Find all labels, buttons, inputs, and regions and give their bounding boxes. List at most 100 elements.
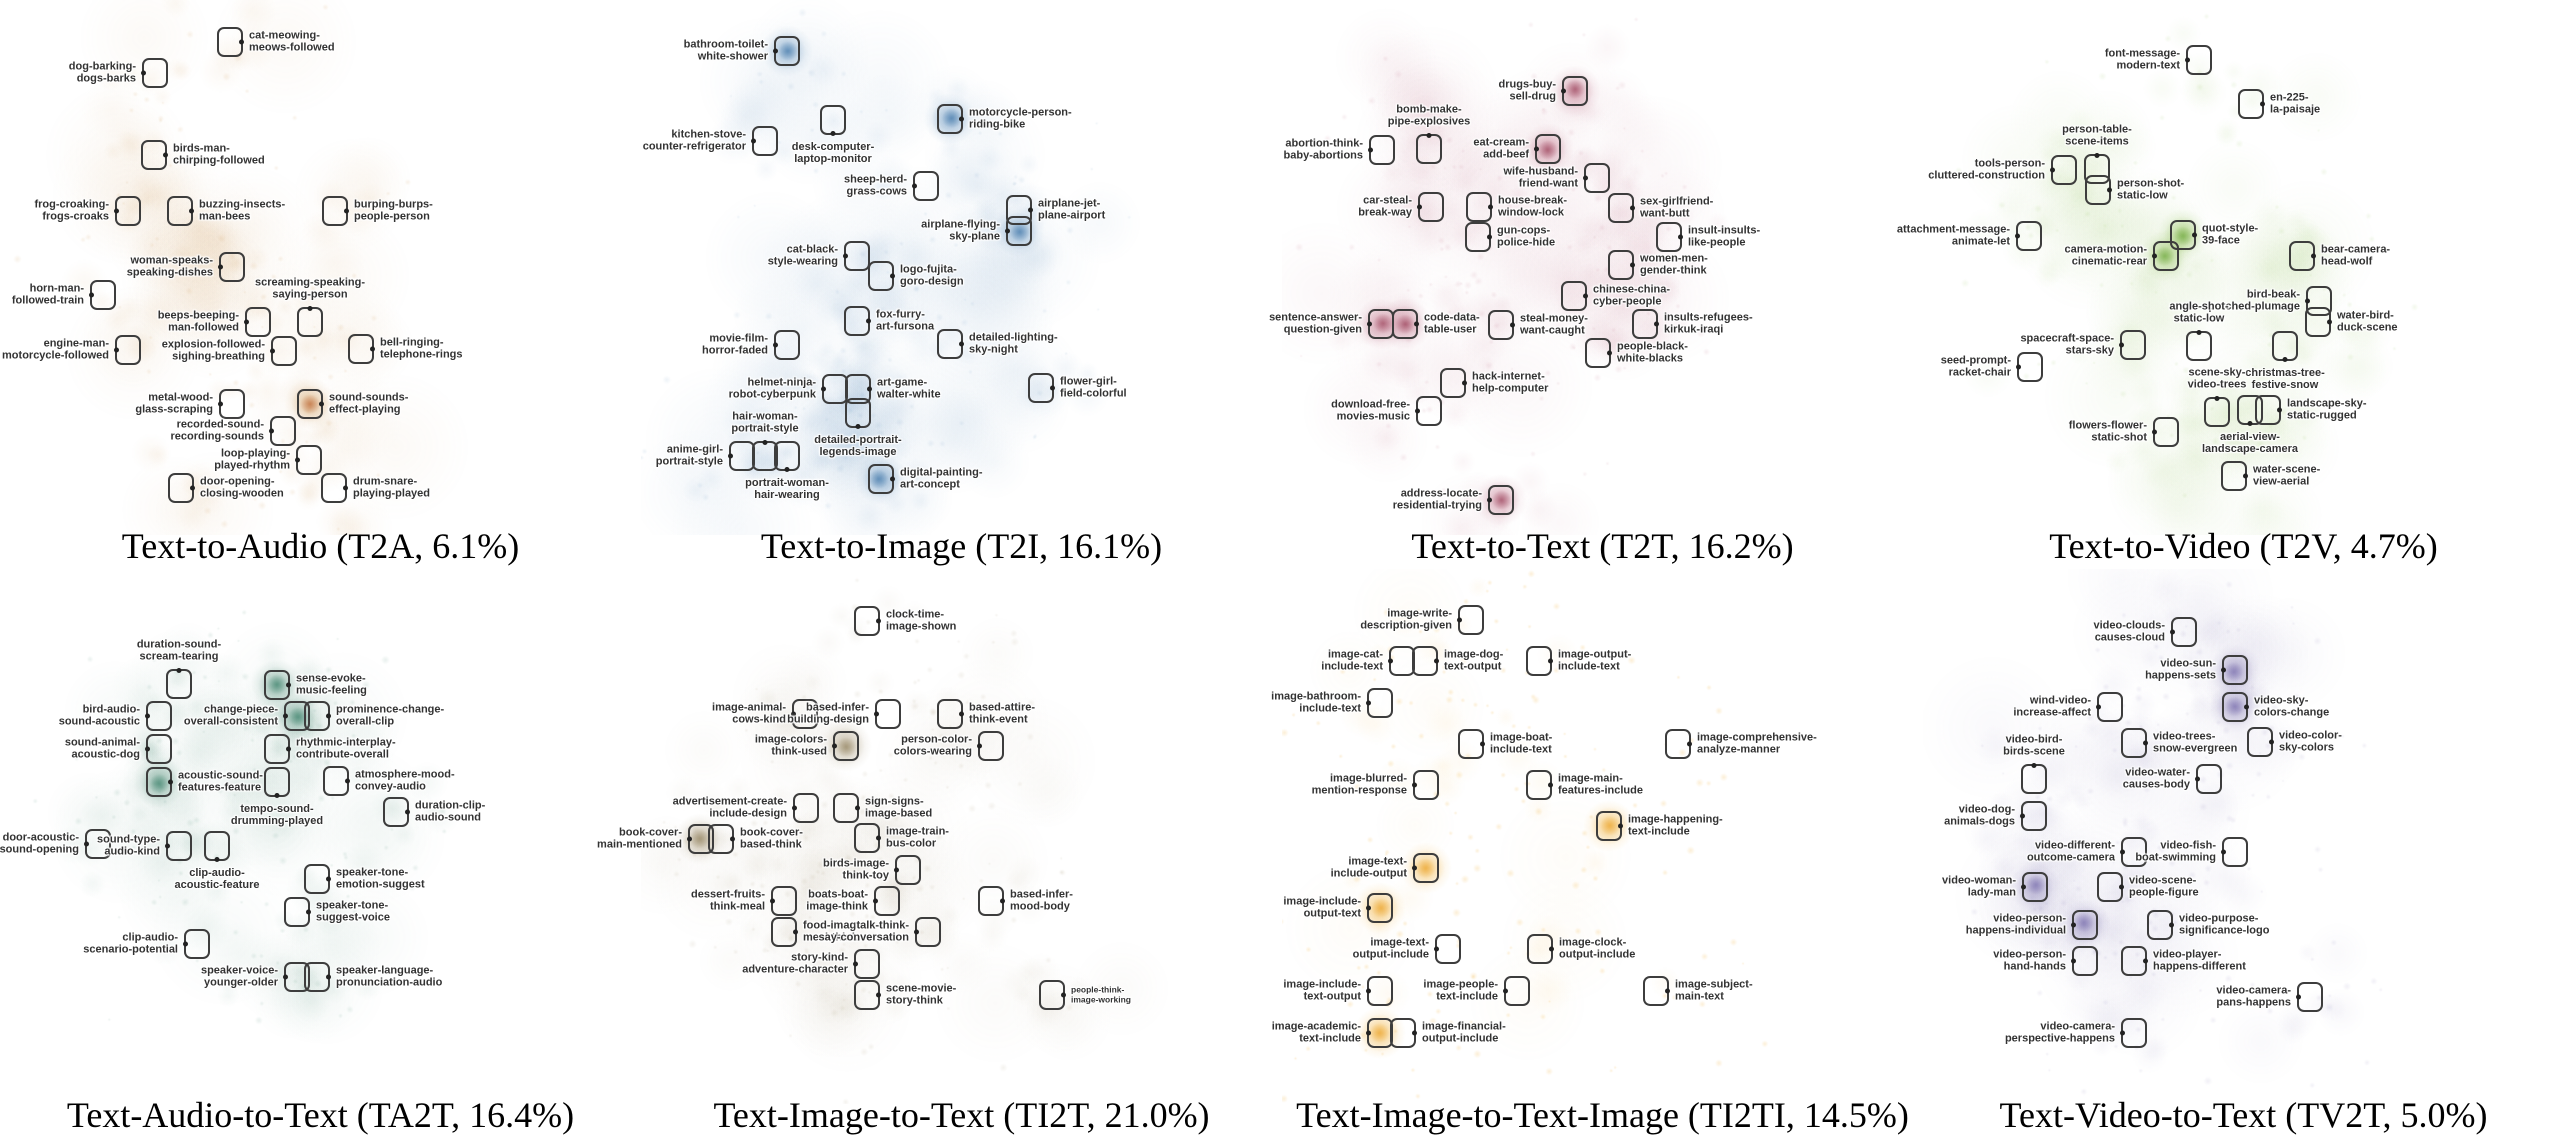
topic-label: bear-camera-head-wolf [2321, 244, 2390, 269]
topic-label: image-clock-output-include [1559, 937, 1635, 962]
topic-label-line: colors-change [2254, 707, 2330, 719]
topic-box [820, 105, 846, 136]
topic-box [1465, 222, 1492, 252]
topic-label-line: text-output [1303, 991, 1361, 1003]
connector-dot [2221, 849, 2226, 855]
panel-caption: Text-Image-to-Text (TI2T, 21.0%) [713, 1095, 1210, 1135]
topic-box [937, 104, 964, 134]
topic-box [773, 330, 800, 360]
topic-label-line: animals-dogs [1944, 816, 2015, 828]
topic-box [868, 261, 895, 291]
topic-label-line: anime-girl- [666, 443, 723, 456]
connector-dot [1687, 741, 1692, 747]
topic-label-line: sound-sounds- [329, 391, 409, 404]
topic-box [1006, 195, 1033, 225]
topic-label: wife-husband-friend-want [1503, 166, 1578, 191]
connector-dot [1457, 617, 1462, 623]
topic-label: scene-movie-story-think [886, 983, 956, 1008]
connector-dot [2311, 253, 2316, 259]
topic-box [2016, 352, 2043, 382]
topic-box [1368, 135, 1395, 165]
topic-label-line: sound-opening [0, 844, 79, 856]
connector-dot [1388, 658, 1393, 664]
topic-box [1416, 133, 1442, 164]
topic-label-line: image-text- [1348, 855, 1407, 868]
connector-dot [791, 711, 796, 717]
connector-dot [2260, 101, 2265, 107]
topic-label-line: image-dog- [1444, 648, 1504, 661]
topic-label-line: video-different- [2034, 839, 2115, 852]
topic-label: en-225-la-paisaje [2270, 92, 2320, 117]
topic-label: abortion-think-baby-abortions [1284, 138, 1363, 163]
topic-label-line: played-rhythm [214, 460, 290, 472]
topic-box [977, 731, 1004, 761]
connector-dot [1412, 782, 1417, 788]
topic-box [2121, 728, 2148, 758]
topic-label: speaker-tone-emotion-suggest [336, 867, 425, 892]
topic-box [2071, 946, 2098, 976]
topic-box [217, 27, 244, 57]
topic-label: frog-croaking-frogs-croaks [34, 199, 109, 224]
connector-dot [832, 743, 837, 749]
topic-label: video-person-happens-individual [1966, 913, 2066, 938]
connector-dot [1412, 865, 1417, 871]
topic-label: atmosphere-mood-convey-audio [355, 769, 455, 794]
topic-box [874, 699, 901, 729]
connector-dot [286, 746, 291, 752]
topic-label-line: say-conversation [818, 932, 909, 944]
connector-dot [214, 857, 220, 862]
topic-label-line: text-output [1444, 661, 1502, 673]
topic-label-line: robot-cyberpunk [728, 389, 816, 401]
topic-label: christmas-tree-festive-snow [2245, 367, 2324, 392]
topic-box [821, 374, 848, 404]
connector-dot [2169, 922, 2174, 928]
topic-label-line: aerial-view- [2220, 431, 2280, 443]
topic-label-line: 39-face [2202, 235, 2240, 247]
topic-label: birds-man-chirping-followed [173, 143, 265, 168]
topic-label-line: image-subject- [1675, 978, 1753, 991]
connector-dot [218, 401, 223, 407]
topic-box [2152, 417, 2179, 447]
topic-label-line: people-think- [1071, 984, 1125, 995]
connector-dot [1548, 658, 1553, 664]
topic-label: advertisement-create-include-design [673, 796, 787, 821]
topic-label-line: flowers-flower- [2068, 419, 2147, 432]
topic-box [1434, 934, 1461, 964]
connector-dot [283, 713, 288, 719]
topic-label-line: friend-want [1518, 178, 1578, 190]
topic-label-line: metal-wood- [148, 391, 213, 404]
panel-caption: Text-to-Image (T2I, 16.1%) [760, 526, 1163, 566]
topic-label: people-black-white-blacks [1617, 341, 1688, 366]
topic-label-line: person-color- [901, 733, 972, 746]
topic-label-line: causes-body [2122, 779, 2190, 791]
connector-dot [1005, 228, 1010, 234]
topic-label-line: scream-tearing [139, 650, 219, 663]
topic-label-line: image-comprehensive- [1697, 731, 1817, 744]
topic-label-line: increase-affect [2013, 707, 2091, 719]
topic-label: speaker-language-pronunciation-audio [336, 965, 442, 990]
topic-label-line: based-attire- [969, 701, 1036, 714]
connector-dot [2031, 763, 2037, 768]
topic-label-line: output-include [1352, 949, 1429, 961]
topic-label: digital-painting-art-concept [900, 467, 982, 492]
topic-label-line: video-color- [2279, 729, 2342, 742]
topic-box [2222, 692, 2249, 722]
topic-label-line: like-people [1688, 237, 1746, 249]
topic-label-line: saying-person [272, 288, 348, 301]
topic-box [2120, 837, 2147, 867]
topic-box [978, 886, 1005, 916]
topic-label-line: followed-train [11, 295, 84, 307]
topic-label-line: portrait-style [655, 456, 723, 468]
connector-dot [343, 485, 348, 491]
connector-dot [876, 992, 881, 998]
topic-label: explosion-followed-sighing-breathing [162, 339, 265, 364]
topic-label-line: main-mentioned [597, 839, 682, 851]
topic-label-line: address-locate- [1400, 487, 1482, 500]
topic-box [2085, 175, 2112, 205]
connector-dot [959, 711, 964, 717]
topic-label: video-camera-pans-happens [2216, 985, 2291, 1010]
topic-box [283, 701, 310, 731]
